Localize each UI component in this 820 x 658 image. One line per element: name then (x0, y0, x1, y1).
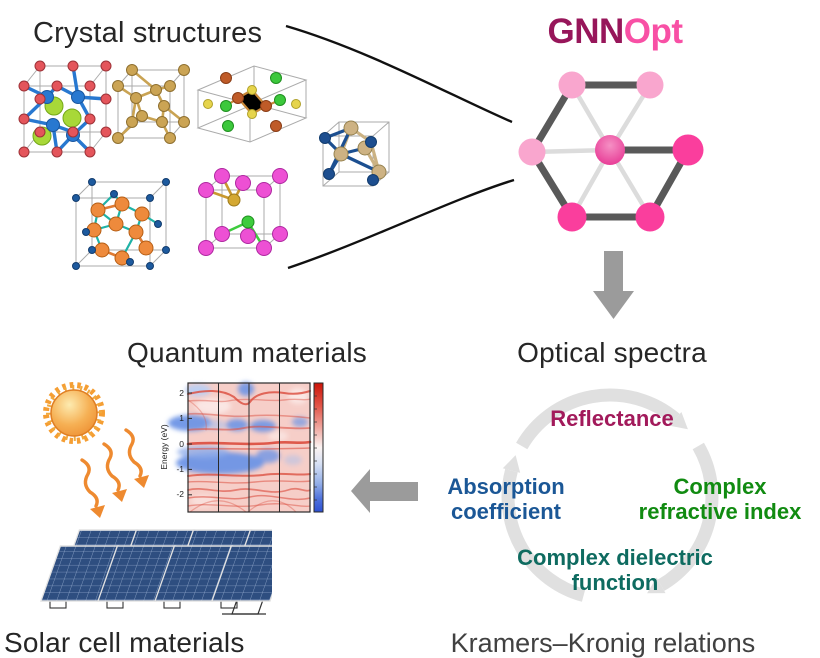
cycle-arrow-icon (501, 388, 719, 602)
sun-icon (43, 382, 105, 444)
colorbar (313, 382, 324, 513)
graph-node (635, 202, 665, 232)
down-arrow-icon (593, 251, 634, 319)
refractive-line1: Complex (673, 474, 767, 499)
ytick-1: 1 (179, 413, 184, 423)
funnel-curve-top-icon (285, 24, 513, 124)
sun-rays-icon (80, 428, 149, 518)
graph-node (636, 71, 664, 99)
kramers-kronig-label: Kramers–Kronig relations (450, 628, 756, 658)
graph-node (558, 71, 586, 99)
gnnopt-title-gnn: GNN (547, 12, 624, 51)
dielectric-line2: function (571, 570, 659, 595)
crystal-structure-4-icon (319, 120, 390, 187)
crystal-structures-title: Crystal structures (33, 17, 263, 49)
optical-spectra-title: Optical spectra (517, 337, 707, 368)
ytick-m2: -2 (176, 489, 184, 499)
refractive-line2: refractive index (638, 499, 802, 524)
graph-node (518, 138, 546, 166)
absorption-coefficient-label: Absorption coefficient (416, 474, 596, 524)
ytick-2: 2 (179, 388, 184, 398)
crystal-structure-6-icon (198, 168, 288, 256)
energy-axis-label: Energy (eV) (159, 424, 169, 470)
graph-node (672, 134, 704, 166)
quantum-materials-title: Quantum materials (127, 337, 367, 368)
reflectance-label: Reflectance (550, 406, 674, 431)
dielectric-line1: Complex dielectric (517, 545, 713, 570)
gnnopt-title: GNNOpt (490, 12, 740, 52)
gnn-graph-icon (518, 71, 704, 232)
graph-center-node (595, 135, 625, 165)
solar-cell-materials-title: Solar cell materials (4, 627, 245, 658)
graph-node (557, 202, 587, 232)
crystal-structure-1-icon (18, 60, 112, 158)
band-structure-heatmap: 2 1 0 -1 -2 Energy (eV) (159, 382, 324, 513)
complex-dielectric-function-label: Complex dielectric function (515, 545, 715, 595)
solar-panel-icon (40, 529, 272, 615)
funnel-curve-bottom-icon (287, 178, 515, 270)
gnnopt-title-opt: Opt (623, 12, 683, 51)
absorption-line2: coefficient (450, 499, 562, 524)
ytick-0: 0 (179, 439, 184, 449)
crystal-structure-3-icon (196, 65, 308, 143)
left-arrow-icon (351, 469, 418, 513)
absorption-line1: Absorption (447, 474, 565, 499)
ytick-m1: -1 (176, 464, 184, 474)
crystal-structure-5-icon (72, 178, 170, 270)
crystal-structure-2-icon (112, 64, 190, 144)
complex-refractive-index-label: Complex refractive index (620, 474, 820, 524)
